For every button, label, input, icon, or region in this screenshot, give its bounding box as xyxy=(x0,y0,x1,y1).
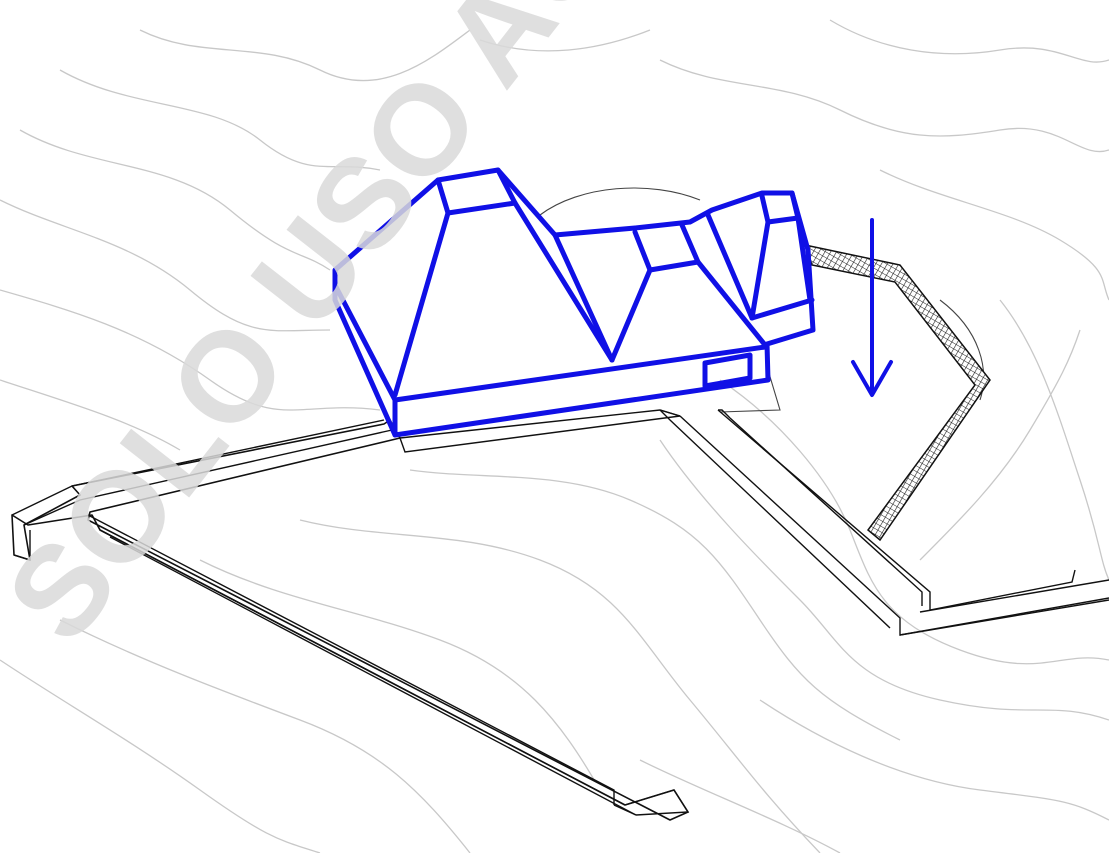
contour-line xyxy=(639,759,841,853)
contour-line xyxy=(479,29,651,52)
skylight-medium xyxy=(632,222,701,273)
roof-ridge xyxy=(552,232,615,363)
skylight-large xyxy=(435,167,518,216)
channel-edge xyxy=(613,804,637,816)
channel-edge xyxy=(99,529,626,806)
contour-line xyxy=(879,169,1109,301)
roof-ridge xyxy=(609,267,653,363)
contour-line xyxy=(759,699,1109,821)
channel-edge xyxy=(109,536,637,816)
terrain-edge xyxy=(719,369,781,413)
contour-line xyxy=(999,299,1109,581)
left-channel xyxy=(11,419,690,821)
skylight-small xyxy=(759,190,801,225)
contour-line xyxy=(59,619,471,853)
building-outline xyxy=(332,167,816,438)
contour-line xyxy=(299,519,821,853)
channel-edge xyxy=(899,599,1109,636)
contour-lines xyxy=(0,19,1109,853)
channel-edge xyxy=(11,419,385,516)
channel-edge xyxy=(659,409,891,629)
building-edge xyxy=(332,282,398,438)
down-arrow-icon xyxy=(851,218,893,397)
channel-segment xyxy=(11,419,689,821)
roof-ridge xyxy=(749,219,771,321)
contour-line xyxy=(719,379,1109,665)
right-channel xyxy=(659,409,1109,636)
channel-edge xyxy=(399,409,681,453)
channel-edge xyxy=(624,789,690,816)
contour-line xyxy=(0,199,331,332)
roof-ridge xyxy=(749,297,815,321)
contour-line xyxy=(409,469,901,741)
contour-line xyxy=(59,69,381,171)
contour-line xyxy=(0,379,181,451)
contour-line xyxy=(199,559,601,791)
wall-body xyxy=(803,243,991,542)
center-channel xyxy=(399,409,681,453)
contour-line xyxy=(659,59,1109,153)
channel-edge xyxy=(23,429,393,526)
roof-ridge xyxy=(705,212,755,321)
channel-edge xyxy=(718,409,731,419)
mound-arc xyxy=(539,187,701,216)
roof-ridge xyxy=(512,200,615,363)
channel-edge xyxy=(729,417,923,606)
contour-line xyxy=(139,29,471,82)
door-opening xyxy=(702,352,753,389)
contour-line xyxy=(19,129,331,271)
contour-line xyxy=(0,659,321,853)
roof-ridge xyxy=(795,215,813,303)
channel-edge xyxy=(659,409,681,417)
roof-ridge xyxy=(695,259,768,348)
contour-line xyxy=(829,19,1109,63)
roof-ridge xyxy=(392,210,451,398)
retaining-wall xyxy=(803,243,991,542)
building-base-line xyxy=(392,344,768,403)
contour-line xyxy=(659,439,1109,721)
contour-line xyxy=(919,329,1081,561)
channel-edge xyxy=(919,579,1109,613)
channel-edge xyxy=(13,530,31,561)
contour-line xyxy=(0,289,381,411)
building xyxy=(332,167,816,438)
channel-edge xyxy=(679,415,1109,636)
